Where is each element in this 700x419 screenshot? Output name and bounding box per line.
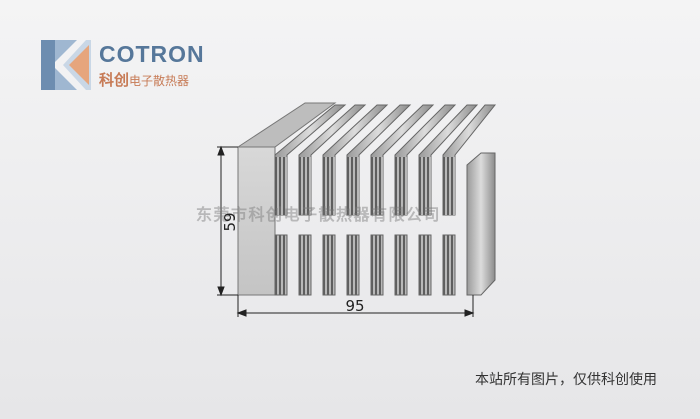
usage-notice: 本站所有图片，仅供科创使用 (475, 372, 657, 388)
brand-chinese-main: 科创 (99, 71, 130, 89)
brand-chinese-sub: 电子散热器 (129, 74, 190, 88)
lower-fins (274, 234, 456, 296)
watermark-text: 东莞市科创电子散热器有限公司 (196, 205, 442, 224)
width-dimension-label: 95 (345, 297, 365, 315)
base-plate (237, 146, 276, 296)
heatsink-profile-drawing (217, 102, 497, 317)
upper-fins (274, 104, 497, 216)
height-dimension-label: 59 (221, 212, 239, 232)
base-top-bevel (236, 102, 337, 148)
dimension-lines (217, 145, 475, 317)
cotron-logo: COTRON 科创电子散热器 (41, 40, 231, 90)
brand-chinese: 科创电子散热器 (99, 69, 189, 90)
brand-name: COTRON (99, 41, 205, 67)
right-end-block (466, 152, 496, 296)
cotron-k-icon (41, 40, 91, 90)
